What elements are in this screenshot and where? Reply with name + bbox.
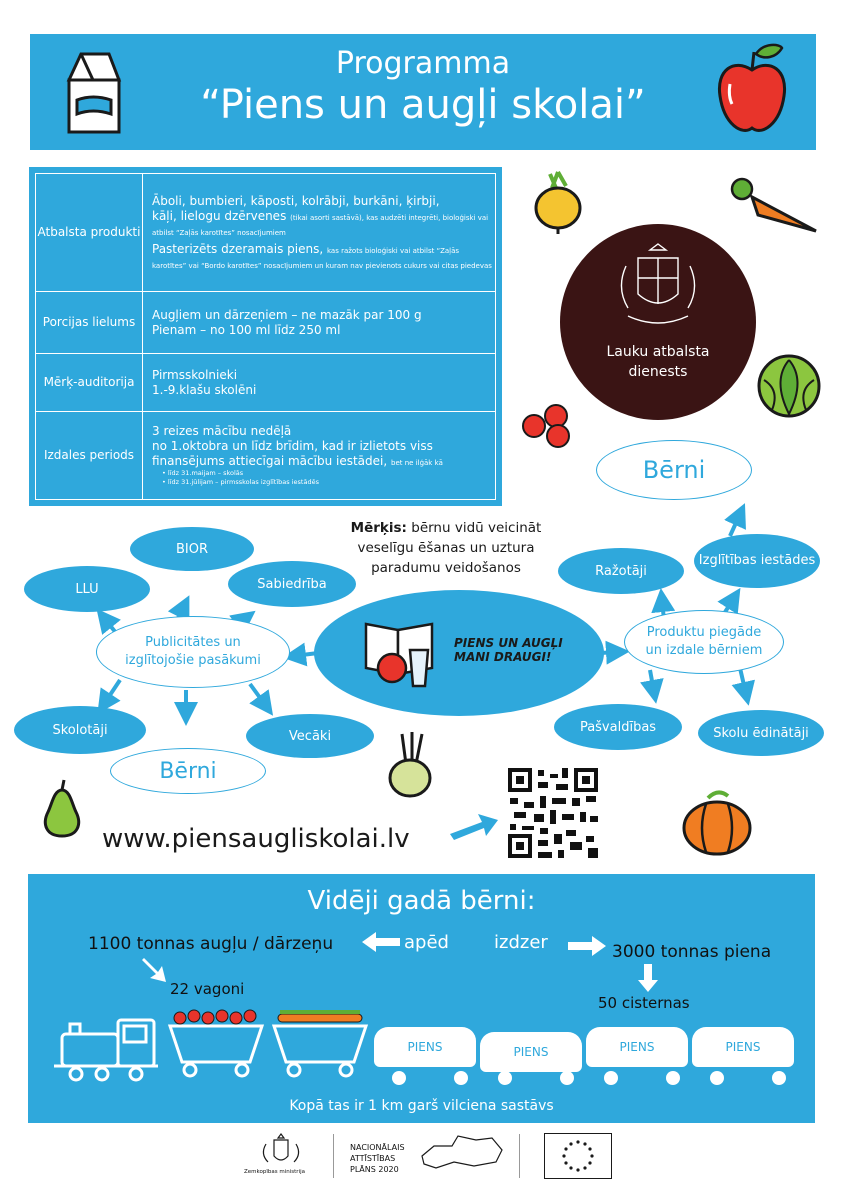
turnip-icon xyxy=(534,171,582,234)
cabbage-icon xyxy=(757,354,821,418)
carrot-icon xyxy=(730,177,817,233)
info-table-panel: Atbalsta produkti Āboli, bumbieri, kāpos… xyxy=(29,167,502,506)
table-row: Izdales periods 3 reizes mācību nedēļā n… xyxy=(35,411,496,500)
wheel xyxy=(710,1071,724,1085)
bullet-item: līdz 31.jūlijam – pirmsskolas izglītības… xyxy=(167,478,319,486)
node-edinataji: Skolu ēdinātāji xyxy=(698,710,824,756)
wheel xyxy=(604,1071,618,1085)
arrow-right-icon xyxy=(450,814,498,840)
table-row: Mērķ-auditorija Pirmsskolnieki 1.-9.klaš… xyxy=(35,353,496,412)
wheel xyxy=(560,1071,574,1085)
milk-tank: PIENS xyxy=(480,1032,582,1072)
row-label: Atbalsta produkti xyxy=(35,173,143,292)
footer-divider xyxy=(333,1134,334,1178)
cell-line: kāļi, lielogu dzērvenes xyxy=(152,208,287,223)
arrow-down-icon xyxy=(638,964,658,992)
node-skolotaji: Skolotāji xyxy=(14,706,146,754)
center-logo-text: PIENS UN AUGĻI MANI DRAUGI! xyxy=(454,636,563,664)
latvia-map-icon xyxy=(421,1135,503,1169)
info-table: Atbalsta produkti Āboli, bumbieri, kāpos… xyxy=(35,173,496,500)
cell-line: 3 reizes mācību nedēļā xyxy=(152,424,292,438)
table-row: Porcijas lielums Augļiem un dārzeņiem – … xyxy=(35,291,496,354)
arrow-left-icon xyxy=(362,932,400,952)
locomotive-icon xyxy=(54,1018,158,1082)
node-razotaji: Ražotāji xyxy=(558,548,684,594)
nap-text: NACIONĀLAIS ATTĪSTĪBAS PLĀNS 2020 xyxy=(350,1143,405,1174)
eu-flag-icon xyxy=(544,1133,612,1179)
cell-note: kas ražots bioloģiski vai atbilst “Zaļās… xyxy=(152,246,492,270)
milk-tank: PIENS xyxy=(374,1027,476,1067)
qr-code-icon[interactable] xyxy=(508,768,598,858)
title-line2: “Piens un augļi skolai” xyxy=(200,82,646,128)
pear-icon xyxy=(43,779,81,838)
wheel xyxy=(772,1071,786,1085)
milk-carton-icon xyxy=(66,52,122,134)
vegetable-wagon-icon xyxy=(271,1010,369,1078)
drink-label: izdzer xyxy=(494,932,548,953)
row-label: Porcijas lielums xyxy=(35,291,143,354)
wheel xyxy=(392,1071,406,1085)
pumpkin-icon xyxy=(682,790,752,856)
right-hub-ellipse: Produktu piegāde un izdale bērniem xyxy=(624,610,784,674)
lad-logo-circle: Lauku atbalsta dienests xyxy=(560,224,756,420)
bullet-item: līdz 31.maijam – skolās xyxy=(167,469,244,477)
wheel xyxy=(454,1071,468,1085)
children-top-ellipse: Bērni xyxy=(596,440,752,500)
lad-name-line2: dienests xyxy=(628,364,688,380)
coat-of-arms-icon xyxy=(620,243,696,324)
wagons-count: 22 vagoni xyxy=(170,980,245,998)
center-ellipse: PIENS UN AUGĻI MANI DRAUGI! xyxy=(314,590,604,716)
cell-note: bet ne ilģāk kā xyxy=(391,459,443,467)
wheel xyxy=(666,1071,680,1085)
milk-tank: PIENS xyxy=(692,1027,794,1067)
node-vecaki: Vecāki xyxy=(246,714,374,758)
cell-line: 1.-9.klašu skolēni xyxy=(152,382,257,397)
row-label: Mērķ-auditorija xyxy=(35,353,143,412)
ministry-emblem-icon xyxy=(262,1133,300,1163)
left-hub-ellipse: Publicitātes un izglītojošie pasākumi xyxy=(96,616,290,688)
cell-line: Augļiem un dārzeņiem – ne mazāk par 100 … xyxy=(152,307,422,322)
arrow-right-icon xyxy=(568,936,606,956)
stats-panel xyxy=(28,874,815,1123)
row-label: Izdales periods xyxy=(35,411,143,500)
node-izglitibas: Izglītības iestādes xyxy=(694,534,820,588)
website-url[interactable]: www.piensaugliskolai.lv xyxy=(102,824,410,854)
milk-tank: PIENS xyxy=(586,1027,688,1067)
cell-line: no 1.oktobra un līdz brīdim, kad ir izli… xyxy=(152,439,433,468)
eat-label: apēd xyxy=(404,932,449,953)
fruit-wagon-icon xyxy=(167,1009,265,1078)
stats-heading: Vidēji gadā bērni: xyxy=(307,886,536,916)
fruit-amount: 1100 tonnas augļu / dārzeņu xyxy=(88,934,334,954)
cell-note: (tikai asorti sastāvā), kas audzēti inte… xyxy=(152,213,489,237)
footer-divider xyxy=(519,1134,520,1178)
node-bior: BIOR xyxy=(130,527,254,571)
cell-line: Āboli, bumbieri, kāposti, kolrābji, burk… xyxy=(152,193,440,208)
children-bottom-ellipse: Bērni xyxy=(110,748,266,794)
book-milk-apple-icon xyxy=(364,622,434,688)
ministry-name: Zemkopības ministrija xyxy=(244,1169,305,1175)
cell-line: Pasterizēts dzeramais piens, xyxy=(152,241,324,256)
title-line1: Programma xyxy=(335,46,511,81)
milk-amount: 3000 tonnas piena xyxy=(612,942,772,962)
apple-icon xyxy=(717,43,787,132)
arrow-down-right-icon xyxy=(142,958,166,982)
train-total: Kopā tas ir 1 km garš vilciena sastāvs xyxy=(289,1098,554,1114)
cell-line: Pirmsskolnieki xyxy=(152,367,238,382)
goal-text: Mērķis: bērnu vidū veicināt veselīgu ēša… xyxy=(350,520,542,576)
wheel xyxy=(498,1071,512,1085)
kohlrabi-icon xyxy=(388,732,432,798)
cranberries-icon xyxy=(522,404,570,448)
cisterns-count: 50 cisternas xyxy=(598,994,690,1012)
lad-name-line1: Lauku atbalsta xyxy=(606,344,710,360)
node-llu: LLU xyxy=(24,566,150,612)
header-banner: Programma “Piens un augļi skolai” xyxy=(30,34,816,150)
node-sabiedriba: Sabiedrība xyxy=(228,561,356,607)
cell-line: Pienam – no 100 ml līdz 250 ml xyxy=(152,322,341,337)
table-row: Atbalsta produkti Āboli, bumbieri, kāpos… xyxy=(35,173,496,292)
node-pasvaldibas: Pašvaldības xyxy=(554,704,682,750)
